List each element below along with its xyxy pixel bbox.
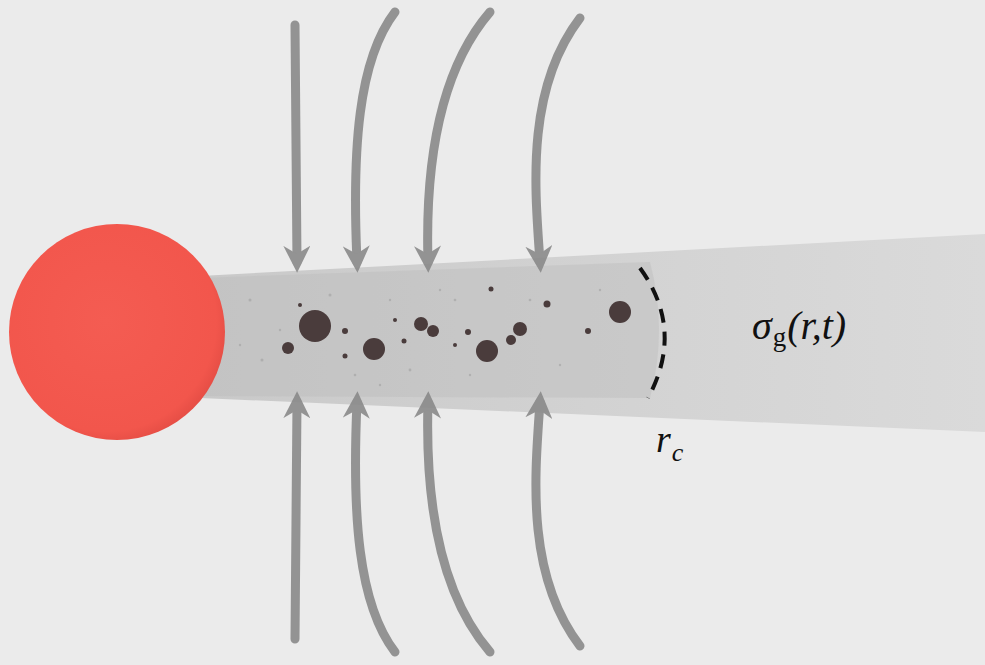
- star: [9, 224, 225, 440]
- density-arguments: (r,t): [787, 306, 846, 346]
- radius-symbol: r: [656, 420, 671, 458]
- radius-subscript: c: [672, 440, 684, 466]
- infall-arrows: [295, 12, 580, 262]
- density-subscript: g: [773, 324, 787, 351]
- inner-disk: [200, 262, 659, 398]
- density-symbol: σ: [752, 306, 772, 346]
- planetesimals: [282, 287, 631, 363]
- critical-radius-arc: [640, 268, 665, 398]
- gas-disk: [200, 234, 985, 432]
- dust-speckle: [239, 289, 601, 386]
- infall-arrows: [295, 402, 580, 652]
